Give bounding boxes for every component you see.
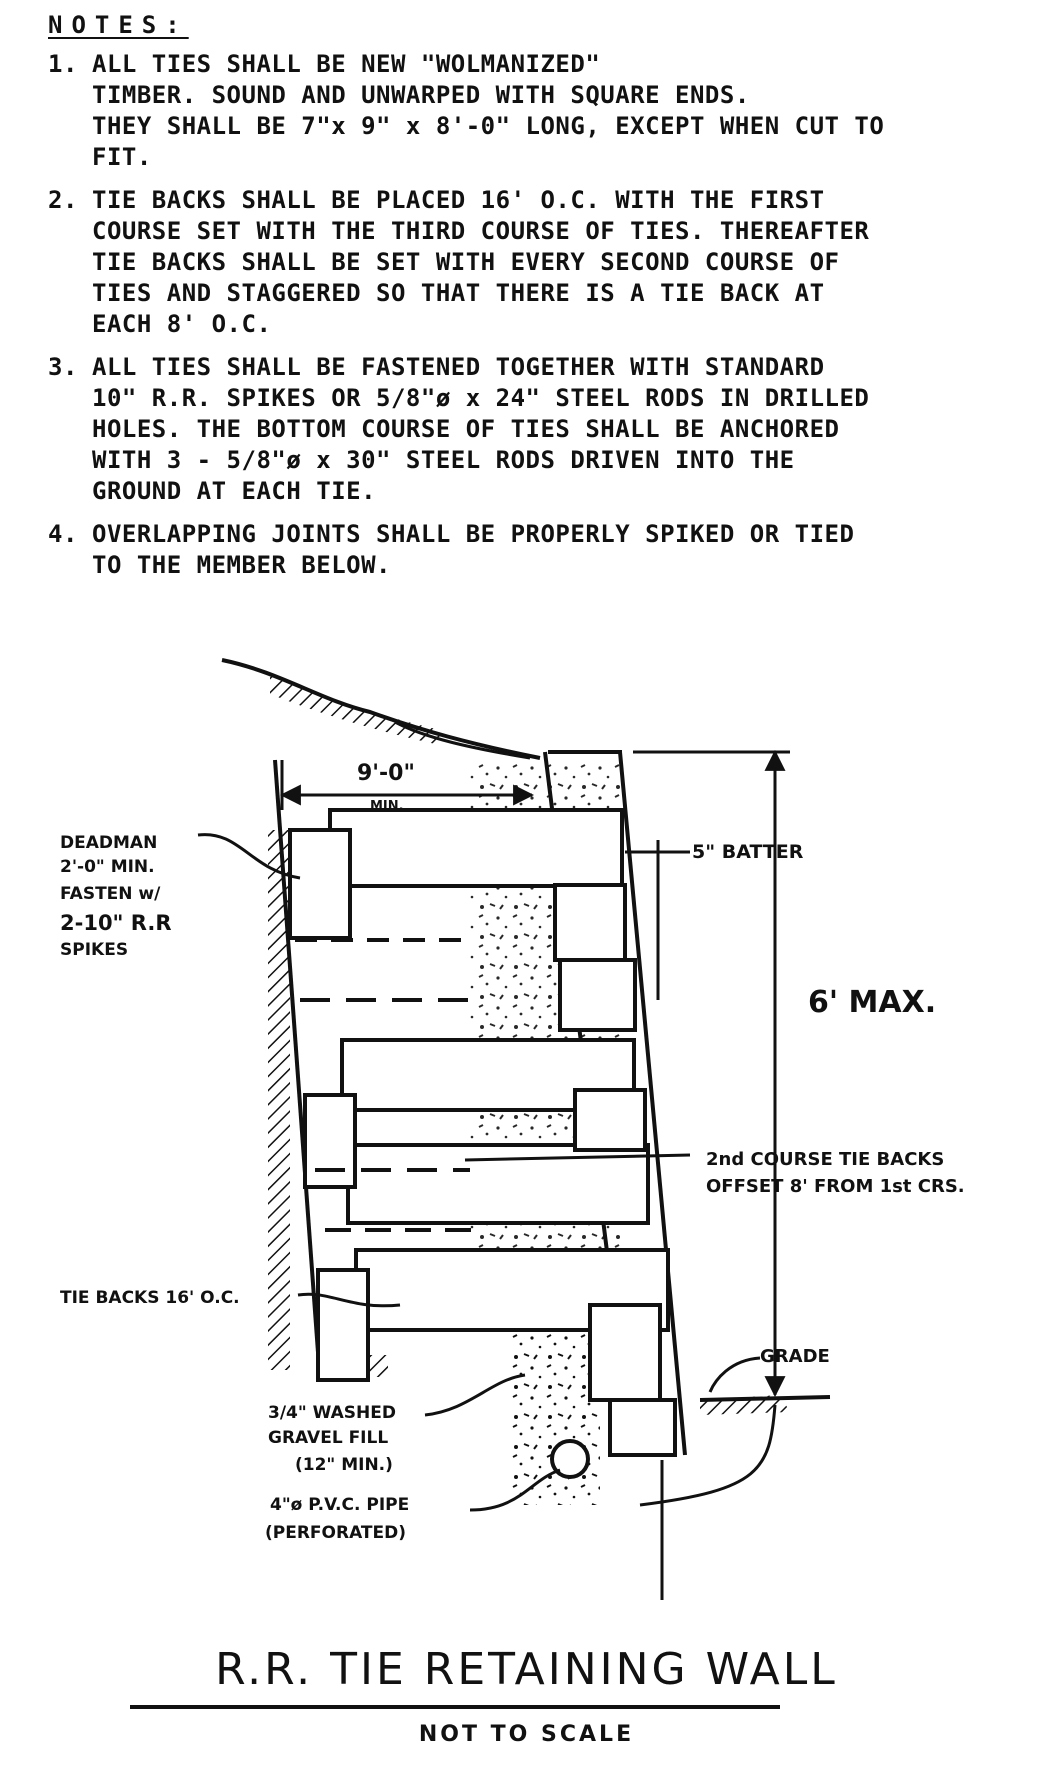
note-item: 4. OVERLAPPING JOINTS SHALL BE PROPERLY … bbox=[48, 519, 1008, 581]
deadman-label-line1: DEADMAN bbox=[60, 833, 157, 853]
deadman-label-line3: FASTEN w/ bbox=[60, 884, 161, 904]
note-item: 3. ALL TIES SHALL BE FASTENED TOGETHER W… bbox=[48, 352, 1008, 507]
course-tiebacks-line1: 2nd COURSE TIE BACKS bbox=[706, 1149, 944, 1170]
deadman-label-line5: SPIKES bbox=[60, 940, 128, 960]
deadman-label-line2: 2'-0" MIN. bbox=[60, 857, 155, 877]
gravel-label-line2: GRAVEL FILL bbox=[268, 1428, 388, 1448]
max-height-label: 6' MAX. bbox=[808, 985, 936, 1020]
note-number: 3. bbox=[48, 353, 78, 381]
deadman-dimension-label: 9'-0" bbox=[357, 761, 415, 786]
note-item: 1. ALL TIES SHALL BE NEW "WOLMANIZED" TI… bbox=[48, 49, 1008, 173]
drawing-subtitle: NOT TO SCALE bbox=[418, 1722, 635, 1747]
deadman-label-line4: 2-10" R.R bbox=[60, 911, 172, 935]
notes-heading: NOTES: bbox=[48, 11, 189, 39]
note-text: ALL TIES SHALL BE FASTENED TOGETHER WITH… bbox=[92, 353, 870, 505]
tiebacks-label: TIE BACKS 16' O.C. bbox=[60, 1288, 240, 1308]
batter-label: 5" BATTER bbox=[692, 841, 804, 863]
leader-lines bbox=[197, 833, 761, 1512]
grade-label: GRADE bbox=[760, 1346, 830, 1367]
note-text: ALL TIES SHALL BE NEW "WOLMANIZED" TIMBE… bbox=[92, 50, 885, 171]
notes-block: NOTES: 1. ALL TIES SHALL BE NEW "WOLMANI… bbox=[48, 10, 1008, 593]
drain-pipe bbox=[550, 1439, 590, 1479]
title-underline bbox=[130, 1705, 780, 1709]
gravel-label-line1: 3/4" WASHED bbox=[268, 1403, 396, 1423]
note-text: TIE BACKS SHALL BE PLACED 16' O.C. WITH … bbox=[92, 186, 870, 338]
course-tiebacks-line2: OFFSET 8' FROM 1st CRS. bbox=[706, 1176, 965, 1197]
pipe-label-line1: 4"ø P.V.C. PIPE bbox=[270, 1495, 409, 1515]
dimension-lines bbox=[279, 749, 790, 1600]
note-number: 2. bbox=[48, 186, 78, 214]
gravel-fill-zone bbox=[510, 1305, 600, 1505]
drawing-labels: 9'-0" MIN. DEADMAN 2'-0" MIN. FASTEN w/ … bbox=[60, 761, 965, 1543]
deadman-dimension-sub: MIN. bbox=[370, 799, 404, 814]
upper-slope bbox=[221, 658, 541, 760]
note-text: OVERLAPPING JOINTS SHALL BE PROPERLY SPI… bbox=[92, 520, 855, 579]
note-number: 1. bbox=[48, 50, 78, 78]
grade-line bbox=[639, 1395, 831, 1507]
note-item: 2. TIE BACKS SHALL BE PLACED 16' O.C. WI… bbox=[48, 185, 1008, 340]
gravel-label-line3: (12" MIN.) bbox=[295, 1455, 393, 1475]
drawing-title: R.R. TIE RETAINING WALL bbox=[215, 1644, 838, 1695]
pipe-label-line2: (PERFORATED) bbox=[265, 1523, 406, 1543]
note-number: 4. bbox=[48, 520, 78, 548]
